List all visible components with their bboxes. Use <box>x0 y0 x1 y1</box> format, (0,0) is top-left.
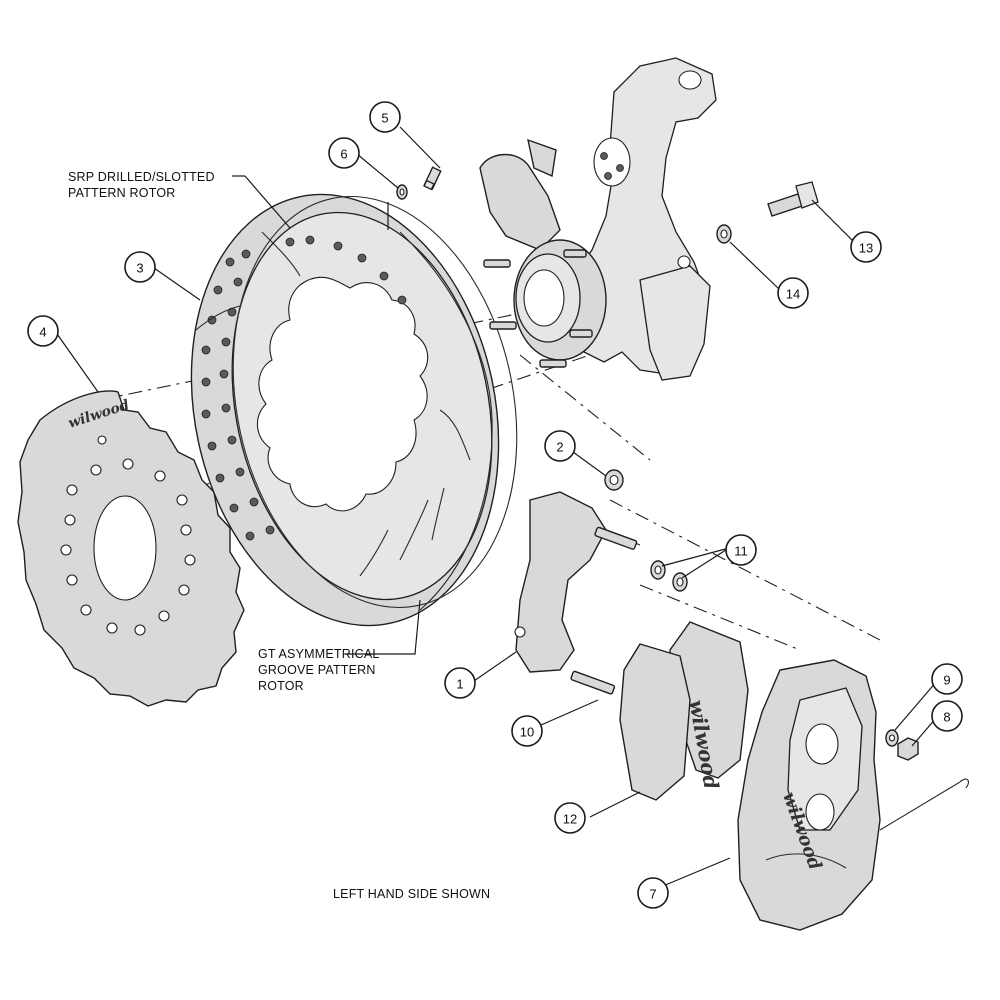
gt-rotor-label-line3: ROTOR <box>258 679 304 693</box>
callout-2: 2 <box>544 430 576 462</box>
bolt-13 <box>767 181 819 217</box>
callout-14: 14 <box>777 277 809 309</box>
callout-12-number: 12 <box>563 812 577 827</box>
shims-11 <box>650 560 688 592</box>
rotor-drill-holes <box>201 235 407 541</box>
nut-8 <box>897 737 919 761</box>
washer-9 <box>885 729 899 747</box>
callout-4: 4 <box>27 315 59 347</box>
gt-rotor-label-line1: GT ASYMMETRICAL <box>258 647 380 661</box>
callout-4-number: 4 <box>39 325 46 340</box>
bolt-5 <box>423 166 442 191</box>
callout-3: 3 <box>124 251 156 283</box>
rotor-slots <box>195 231 471 577</box>
callout-8-number: 8 <box>943 710 950 725</box>
callout-11-number: 11 <box>734 544 748 559</box>
washer-14 <box>716 224 732 244</box>
washer-2 <box>604 469 624 491</box>
callout-3-number: 3 <box>136 261 143 276</box>
callout-5: 5 <box>369 101 401 133</box>
callout-1-number: 1 <box>456 677 463 692</box>
brake-pads: wilwood <box>619 621 749 801</box>
callout-13: 13 <box>850 231 882 263</box>
caliper: wilwood <box>737 659 881 931</box>
callout-5-number: 5 <box>381 111 388 126</box>
callout-2-number: 2 <box>556 440 563 455</box>
callout-7: 7 <box>637 877 669 909</box>
callout-13-number: 13 <box>859 241 873 256</box>
callout-1: 1 <box>444 667 476 699</box>
pad-retaining-pin <box>879 778 969 831</box>
rotor-hat: wilwood <box>17 390 245 707</box>
callout-10: 10 <box>511 715 543 747</box>
callout-6: 6 <box>328 137 360 169</box>
washer-6 <box>396 184 408 200</box>
srp-rotor-label-line1: SRP DRILLED/SLOTTED <box>68 170 215 184</box>
hat-bolt-holes <box>60 435 196 636</box>
spindle-knuckle <box>479 57 717 381</box>
leader-lines <box>54 126 938 887</box>
callout-14-number: 14 <box>786 287 800 302</box>
callout-9-number: 9 <box>943 673 950 688</box>
callout-11: 11 <box>725 534 757 566</box>
gt-rotor-label-line2: GROOVE PATTERN <box>258 663 376 677</box>
callout-9: 9 <box>931 663 963 695</box>
srp-rotor-label-line2: PATTERN ROTOR <box>68 186 175 200</box>
callout-6-number: 6 <box>340 147 347 162</box>
left-hand-side-note: LEFT HAND SIDE SHOWN <box>333 887 490 901</box>
callout-7-number: 7 <box>649 887 656 902</box>
callout-8: 8 <box>931 700 963 732</box>
caliper-bracket <box>514 491 638 695</box>
callout-12: 12 <box>554 802 586 834</box>
rotor <box>190 193 518 627</box>
callout-10-number: 10 <box>520 725 534 740</box>
